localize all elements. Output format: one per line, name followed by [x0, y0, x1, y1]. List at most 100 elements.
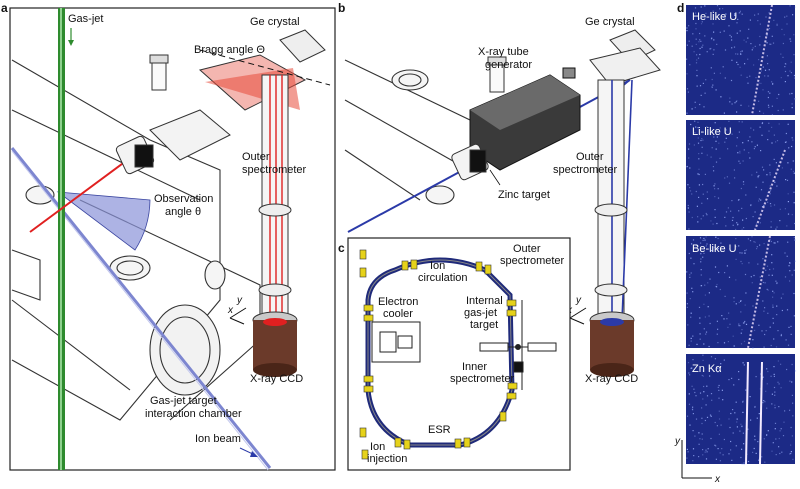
detector-speckle: [766, 368, 768, 370]
detector-speckle: [784, 252, 786, 254]
detector-speckle: [752, 339, 754, 341]
detector-speckle: [741, 252, 743, 254]
detector-speckle: [695, 395, 697, 397]
detector-speckle: [770, 226, 772, 228]
internal-target-label-2: gas-jet: [464, 307, 497, 319]
detector-speckle: [771, 105, 773, 107]
outer-spectrometer-tube: [258, 74, 292, 321]
detector-speckle: [753, 241, 755, 243]
detector-speckle: [707, 306, 709, 308]
detector-speckle: [711, 399, 713, 401]
detector-speckle: [749, 240, 752, 242]
detector-speckle: [699, 85, 702, 87]
detector-speckle: [708, 315, 710, 317]
detector-speckle: [766, 55, 768, 57]
detector-speckle: [752, 451, 754, 453]
detector-speckle: [742, 401, 744, 403]
detector-speckle: [703, 328, 705, 330]
detector-speckle: [754, 439, 756, 441]
detector-speckle: [763, 310, 765, 312]
detector-speckle: [791, 137, 793, 139]
outer-spectrometer-label-c-2: spectrometer: [500, 255, 565, 267]
detector-speckle: [792, 458, 794, 460]
detector-speckle: [715, 285, 717, 288]
detector-speckle: [735, 246, 737, 248]
detector-speckle: [751, 236, 753, 238]
detector-speckle: [747, 428, 749, 430]
detector-speckle: [778, 93, 780, 96]
detector-speckle: [778, 383, 780, 385]
xray-beam-red: [29, 157, 131, 233]
detector-speckle: [706, 191, 708, 193]
detector-speckle: [758, 324, 760, 326]
detector-speckle: [749, 75, 751, 77]
detector-speckle: [749, 136, 751, 138]
detector-speckle: [773, 158, 775, 160]
axis-y-label-d: y: [674, 436, 681, 447]
detector-speckle: [701, 407, 703, 409]
detector-speckle: [764, 307, 766, 309]
detector-speckle: [716, 333, 718, 335]
detector-speckle: [715, 236, 717, 238]
detector-speckle: [715, 148, 717, 150]
detector-speckle: [702, 354, 704, 356]
detector-speckle: [794, 222, 796, 225]
detector-speckle: [746, 76, 748, 78]
detector-speckle: [772, 42, 775, 44]
spectrum-label-zn: Zn Kα: [692, 363, 722, 375]
detector-speckle: [715, 445, 717, 447]
detector-speckle: [784, 141, 787, 143]
spectrometer-arm-b: [451, 29, 661, 181]
detector-speckle: [687, 362, 690, 364]
detector-speckle: [704, 419, 706, 422]
axis-xy-d: [681, 440, 712, 479]
detector-speckle: [738, 245, 740, 247]
detector-speckle: [771, 403, 773, 405]
detector-speckle: [766, 265, 769, 267]
detector-speckle: [789, 262, 791, 264]
detector-speckle: [776, 226, 778, 228]
detector-speckle: [787, 213, 790, 215]
detector-speckle: [780, 363, 782, 365]
detector-speckle: [745, 249, 747, 251]
detector-speckle: [761, 122, 763, 125]
detector-speckle: [757, 176, 759, 179]
detector-speckle: [754, 435, 756, 437]
detector-speckle: [695, 126, 697, 128]
detector-speckle: [724, 141, 726, 143]
detector-speckle: [728, 25, 730, 27]
detector-speckle: [734, 13, 736, 15]
detector-speckle: [759, 23, 761, 25]
detector-speckle: [741, 50, 743, 52]
detector-speckle: [740, 260, 742, 263]
detector-speckle: [694, 7, 697, 9]
detector-speckle: [687, 324, 689, 326]
detector-speckle: [775, 162, 777, 164]
detector-speckle: [732, 224, 734, 226]
detector-speckle: [723, 318, 725, 320]
detector-speckle: [740, 300, 742, 302]
detector-speckle: [700, 94, 702, 96]
detector-speckle: [717, 188, 719, 190]
bragg-angle-label: Bragg angle Θ: [194, 44, 265, 56]
detector-speckle: [688, 148, 690, 150]
detector-speckle: [719, 127, 721, 129]
detector-speckle: [785, 63, 787, 65]
detector-speckle: [739, 252, 741, 254]
detector-speckle: [736, 61, 738, 63]
detector-speckle: [714, 246, 716, 248]
detector-speckle: [702, 370, 704, 372]
detector-speckle: [738, 121, 740, 123]
detector-speckle: [706, 214, 708, 216]
detector-speckle: [740, 104, 742, 106]
detector-speckle: [695, 38, 697, 40]
panel-a-letter: a: [1, 1, 8, 15]
detector-speckle: [793, 315, 795, 317]
detector-speckle: [692, 409, 694, 411]
detector-speckle: [738, 325, 740, 327]
detector-speckle: [690, 337, 692, 339]
detector-speckle: [762, 112, 765, 114]
detector-speckle: [729, 426, 731, 429]
detector-speckle: [705, 245, 707, 247]
